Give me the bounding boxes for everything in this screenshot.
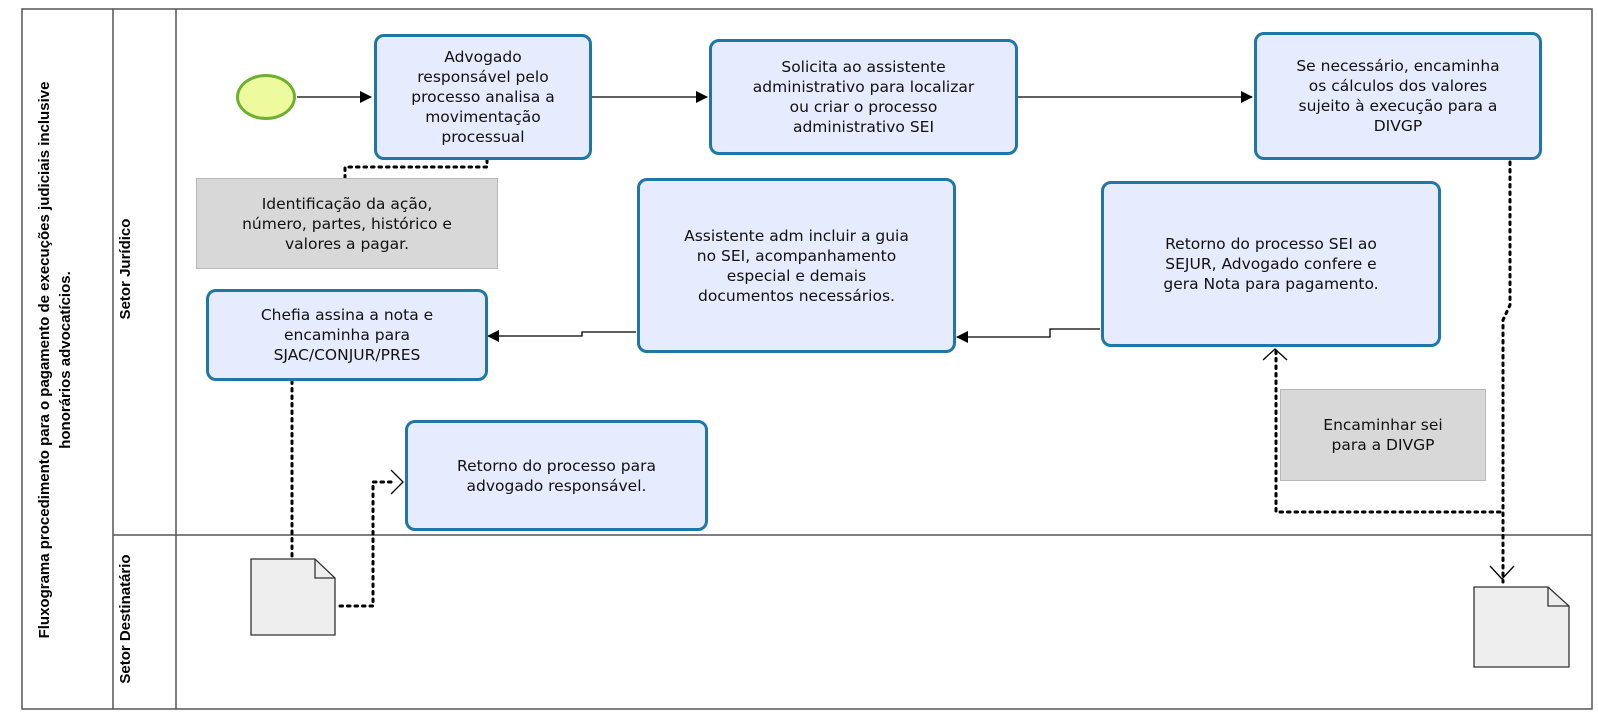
pool-border (21, 8, 1593, 710)
flow-retorno-to-assistente (956, 328, 1100, 343)
task-retorno-sejur: Retorno do processo SEI ao SEJUR, Advoga… (1101, 181, 1441, 347)
association-divgp-to-retorno (1274, 349, 1502, 514)
document-icon (250, 558, 336, 636)
note-encaminhar-divgp: Encaminhar sei para a DIVGP (1280, 389, 1486, 481)
lane-label-setor-juridico: Setor Jurídico (116, 218, 134, 320)
task-encaminha-calculos: Se necessário, encaminha os cálculos dos… (1254, 32, 1542, 160)
association-arrowhead-doc (1489, 565, 1515, 580)
association-arrowhead-retorno (1262, 348, 1288, 361)
flow-assistente-to-chefia (487, 330, 636, 342)
note-identificacao: Identificação da ação, número, partes, h… (196, 178, 498, 269)
document-icon (1473, 586, 1570, 668)
association-encaminha-to-doc (1501, 160, 1512, 584)
pool-title: Fluxograma procedimento para o pagamento… (36, 81, 74, 639)
association-analisa-note (343, 158, 489, 180)
task-retorno-advogado: Retorno do processo para advogado respon… (405, 420, 708, 531)
task-chefia-assina: Chefia assina a nota e encaminha para SJ… (206, 289, 488, 381)
association-arrowhead-retorno-advogado (390, 469, 404, 495)
task-advogado-analisa: Advogado responsável pelo processo anali… (374, 34, 592, 160)
lane-label-setor-destinatario: Setor Destinatário (116, 554, 134, 684)
task-assistente-guia: Assistente adm incluir a guia no SEI, ac… (637, 178, 956, 353)
association-doc-to-retorno (338, 480, 396, 608)
task-solicita-assistente: Solicita ao assistente administrativo pa… (709, 39, 1018, 155)
start-event (236, 74, 296, 120)
